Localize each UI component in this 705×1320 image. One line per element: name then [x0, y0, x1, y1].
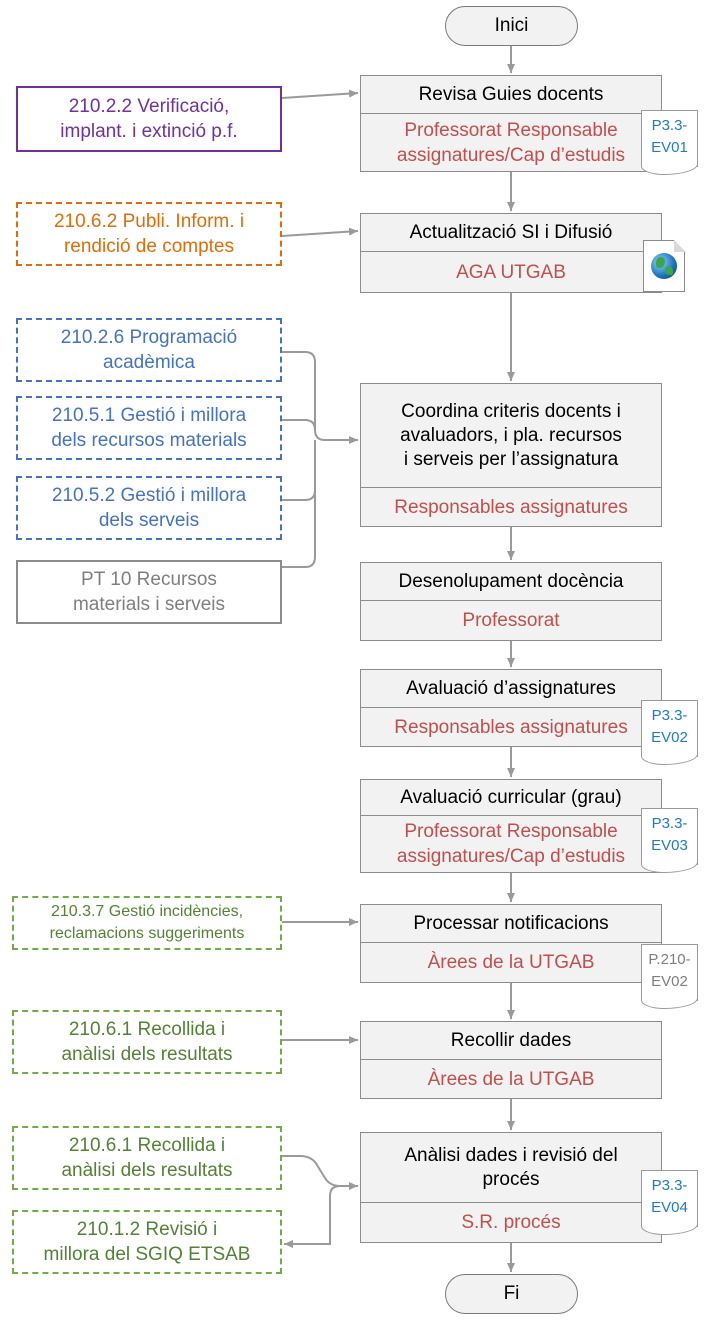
step-processar-notificacions: Processar notificacions Àrees de la UTGA…: [360, 904, 662, 983]
step-role: Àrees de la UTGAB: [361, 1060, 661, 1098]
step-desenolupament-docencia: Desenolupament docència Professorat: [360, 562, 662, 641]
step-avaluacio-assignatures: Avaluació d’assignatures Responsables as…: [360, 669, 662, 747]
step-title: Processar notificacions: [361, 905, 661, 943]
document-icon-ev01: P3.3- EV01: [641, 110, 698, 175]
document-icon-ev04: P3.3- EV04: [641, 1170, 698, 1235]
step-title: Revisa Guies docents: [361, 76, 661, 114]
step-role: Àrees de la UTGAB: [361, 943, 661, 982]
step-title: Desenolupament docència: [361, 563, 661, 601]
step-role: S.R. procés: [361, 1203, 661, 1242]
step-role: Professorat: [361, 601, 661, 640]
external-verificacio: 210.2.2 Verificació,implant. i extinció …: [16, 86, 282, 152]
step-title: Avaluació d’assignatures: [361, 670, 661, 708]
step-title: Avaluació curricular (grau): [361, 780, 661, 816]
document-icon-ev02: P3.3- EV02: [641, 700, 698, 765]
globe-document-icon: [643, 239, 686, 292]
step-role: AGA UTGAB: [361, 252, 661, 292]
start-terminal: Inici: [445, 6, 578, 46]
step-recollir-dades: Recollir dades Àrees de la UTGAB: [360, 1021, 662, 1099]
external-gestio-incidencies: 210.3.7 Gestió incidències,reclamacions …: [12, 896, 282, 950]
step-role: Responsables assignatures: [361, 488, 661, 526]
step-title: Recollir dades: [361, 1022, 661, 1060]
step-revisa-guies: Revisa Guies docents Professorat Respons…: [360, 75, 662, 172]
document-icon-p210-ev02: P.210- EV02: [641, 944, 698, 1009]
globe-icon: [651, 253, 677, 279]
document-icon-ev03: P3.3- EV03: [641, 808, 698, 873]
end-terminal: Fi: [445, 1274, 578, 1314]
step-avaluacio-curricular: Avaluació curricular (grau) Professorat …: [360, 779, 662, 873]
step-role: Responsables assignatures: [361, 708, 661, 746]
step-title: Actualització SI i Difusió: [361, 214, 661, 252]
step-actualitzacio-si: Actualització SI i Difusió AGA UTGAB: [360, 213, 662, 293]
